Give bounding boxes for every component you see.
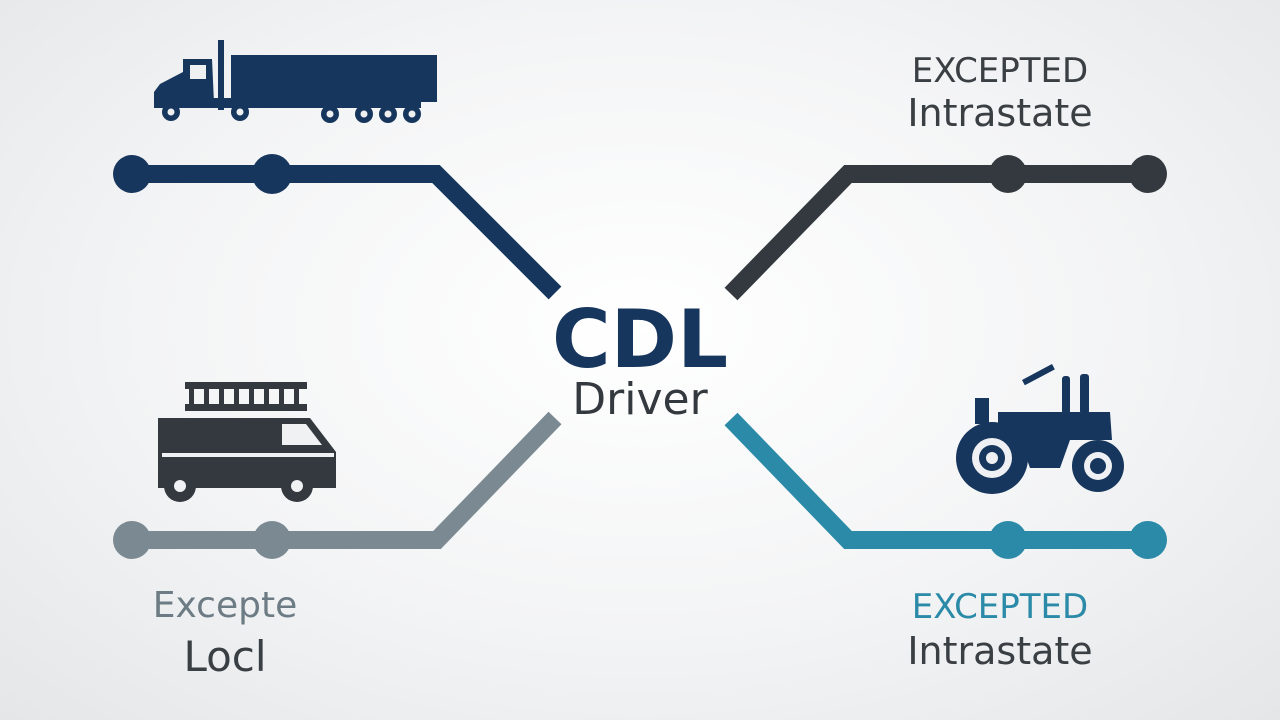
branch-node (252, 154, 292, 194)
branch-bottom-left (113, 411, 562, 559)
branch-top-right (724, 155, 1167, 301)
branch-node (989, 521, 1027, 559)
bottom-right-label-line1: EXCEPTED (911, 587, 1089, 627)
center-title: CDL (551, 293, 729, 386)
bottom-right-label-line2: Intrastate (907, 629, 1093, 673)
branch-bottom-right (724, 412, 1167, 559)
top-right-label-line1: EXCEPTED (911, 51, 1089, 91)
fire-van-icon (158, 382, 336, 502)
branch-node (113, 155, 151, 193)
branch-node (253, 521, 291, 559)
branch-node (113, 521, 151, 559)
bottom-left-label-line2: Locl (183, 632, 267, 681)
branch-line-bottom-left (132, 411, 562, 549)
branch-line-top-right (724, 165, 1148, 301)
bottom-left-label-line1: Excepte (152, 585, 298, 626)
branch-line-top-left (132, 165, 562, 300)
branch-top-left (113, 154, 562, 300)
top-right-label-line2: Intrastate (907, 91, 1093, 135)
branch-node (989, 155, 1027, 193)
center-subtitle: Driver (572, 374, 708, 425)
branch-line-bottom-right (724, 412, 1148, 549)
semi-truck-icon (154, 40, 437, 123)
tractor-icon (956, 364, 1124, 494)
branch-node (1129, 521, 1167, 559)
branch-node (1129, 155, 1167, 193)
